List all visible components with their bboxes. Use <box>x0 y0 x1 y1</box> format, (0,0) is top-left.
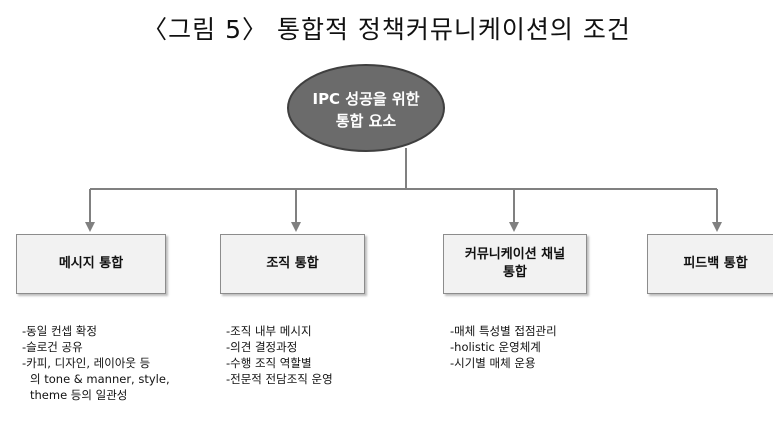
organization-integration-box: 조직 통합 <box>220 234 365 294</box>
center-node-line1: IPC 성공을 위한 <box>312 90 420 108</box>
list-item: -수행 조직 역할별 <box>226 356 312 370</box>
message-integration-box: 메시지 통합 <box>16 234 166 294</box>
center-node-label: IPC 성공을 위한 통합 요소 <box>288 68 444 152</box>
organization-integration-list: -조직 내부 메시지 -의견 결정과정 -수행 조직 역할별 -전문적 전담조직… <box>226 323 376 387</box>
box-label: 피드백 통합 <box>683 256 748 271</box>
message-integration-list: -동일 컨셉 확정 -슬로건 공유 -카피, 디자인, 레이아웃 등 의 ton… <box>22 323 192 403</box>
center-ellipse <box>287 64 445 152</box>
list-item: -동일 컨셉 확정 <box>22 324 97 338</box>
list-item: 의 tone & manner, style, <box>30 372 170 386</box>
center-node-line2: 통합 요소 <box>335 112 397 130</box>
figure-title: 〈그림 5〉 통합적 정책커뮤니케이션의 조건 <box>142 15 631 44</box>
list-item: -holistic 운영체계 <box>450 340 541 354</box>
list-item: -카피, 디자인, 레이아웃 등 <box>22 356 151 370</box>
list-item: -조직 내부 메시지 <box>226 324 312 338</box>
list-item: -시기별 매체 운용 <box>450 356 536 370</box>
list-item: -의견 결정과정 <box>226 340 298 354</box>
channel-integration-list: -매체 특성별 접점관리 -holistic 운영체계 -시기별 매체 운용 <box>450 323 610 371</box>
box-label: 메시지 통합 <box>58 256 124 271</box>
list-item: -슬로건 공유 <box>22 340 83 354</box>
list-item: -전문적 전담조직 운영 <box>226 372 333 386</box>
box-label: 통합 <box>503 265 527 280</box>
box-label: 조직 통합 <box>266 256 319 271</box>
list-item: -매체 특성별 접점관리 <box>450 324 557 338</box>
feedback-integration-box: 피드백 통합 <box>647 234 773 294</box>
channel-integration-box: 커뮤니케이션 채널 통합 <box>443 234 587 294</box>
box-label: 커뮤니케이션 채널 <box>464 247 566 262</box>
list-item: theme 등의 일관성 <box>30 388 128 402</box>
